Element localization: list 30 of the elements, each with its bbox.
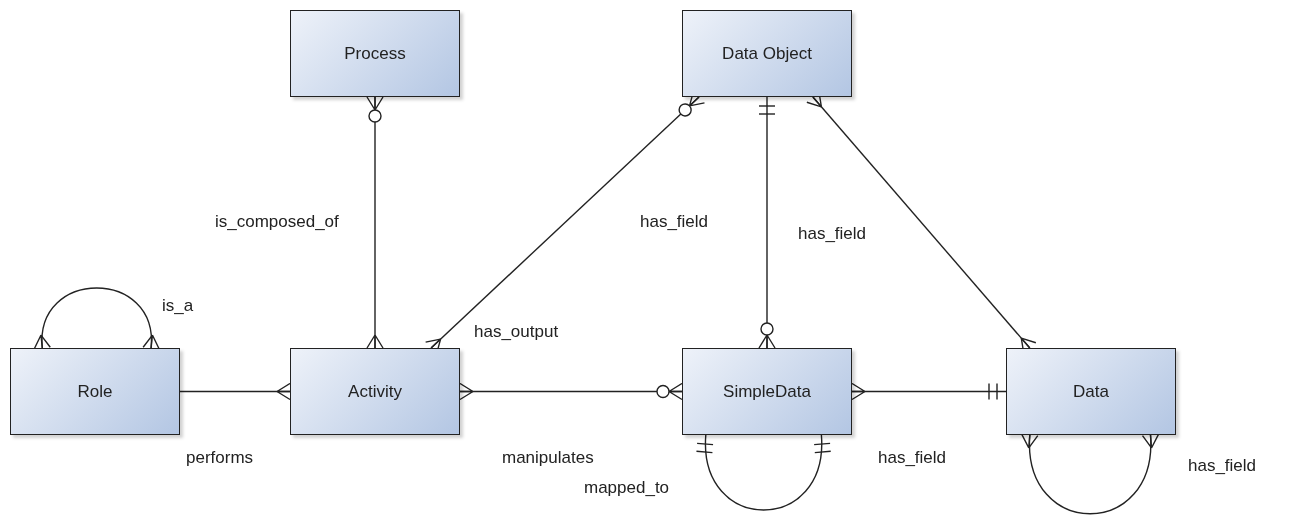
relationship-line (851, 382, 1007, 401)
edge-label: has_output (474, 322, 559, 342)
entity-box (682, 10, 852, 97)
relationship-line (179, 382, 291, 401)
relationship-line (33, 287, 160, 349)
entity-box (10, 348, 180, 435)
relationship-line (1021, 434, 1160, 515)
entity-box (290, 10, 460, 97)
entity-name: Role (77, 381, 113, 402)
edge-label: is_composed_of (215, 212, 339, 232)
edge-label: has_field (798, 224, 867, 244)
edge-label: manipulates (502, 448, 594, 468)
edge-label: has_field (1188, 456, 1257, 476)
relationship-line (758, 96, 776, 349)
edge-label: has_field (878, 448, 947, 468)
entity-name: Data (1073, 381, 1109, 402)
edge-label: performs (186, 448, 254, 468)
entity-name: Process (344, 43, 406, 64)
relationship-line (698, 434, 830, 511)
entity-box (290, 348, 460, 435)
edge-label: has_field (640, 212, 709, 232)
edge-label: is_a (162, 296, 194, 316)
entity-name: SimpleData (723, 381, 811, 402)
relationship-line (366, 96, 384, 349)
entity-name: Activity (348, 381, 402, 402)
relationship-line (459, 382, 683, 401)
entity-box (682, 348, 852, 435)
edge-label: mapped_to (584, 478, 670, 498)
entity-box (1006, 348, 1176, 435)
entity-name: Data Object (722, 43, 812, 64)
